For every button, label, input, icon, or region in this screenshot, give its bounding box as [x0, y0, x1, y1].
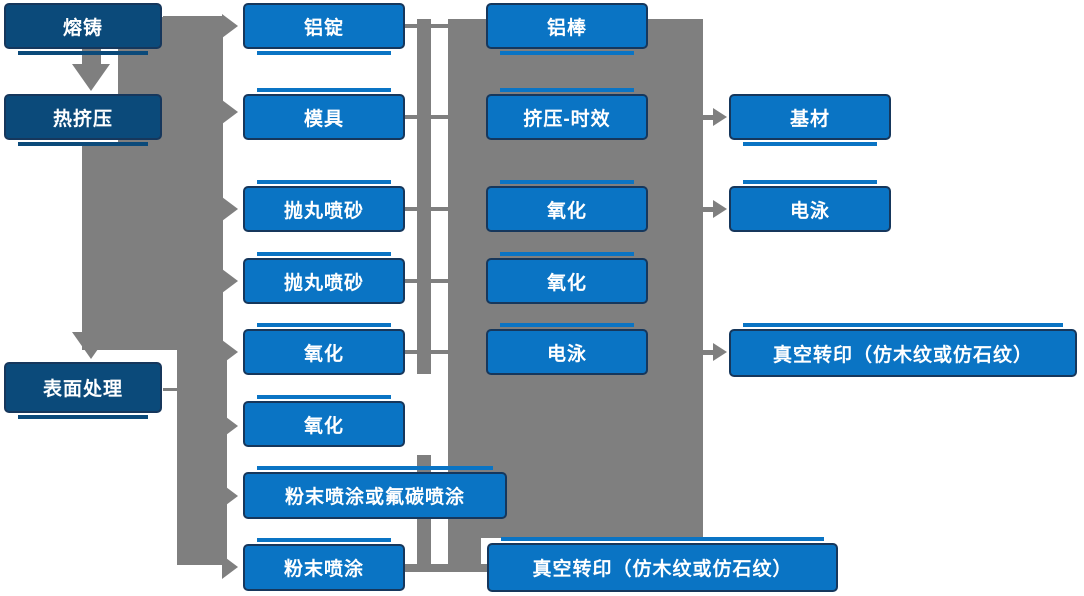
node-shot-blasting-2: 抛丸喷砂 — [243, 252, 405, 304]
connector-tick — [431, 24, 448, 28]
arrow-right-icon — [222, 100, 238, 124]
node-oxidation-1: 氧化 — [243, 323, 405, 375]
connector-tick — [431, 279, 448, 283]
connector-tick — [405, 350, 417, 354]
connector-tick — [431, 115, 448, 119]
connector-trunk-lower — [177, 345, 227, 565]
connector-tick — [405, 207, 417, 211]
node-vacuum-transfer-bottom: 真空转印（仿木纹或仿石纹） — [487, 537, 838, 592]
node-oxidation-4: 氧化 — [486, 252, 648, 304]
node-surface-treatment: 表面处理 — [4, 362, 162, 419]
node-aluminum-ingot: 铝锭 — [243, 3, 405, 55]
node-oxidation-3: 氧化 — [486, 180, 648, 232]
connector-tick — [405, 24, 417, 28]
node-extrusion-aging: 挤压-时效 — [486, 88, 648, 140]
node-powder-or-fluorocarbon-coating: 粉末喷涂或氟碳喷涂 — [243, 466, 507, 519]
node-base-material: 基材 — [729, 94, 891, 146]
node-electrophoresis-2: 电泳 — [729, 180, 891, 232]
arrow-extrusion-to-mold-shaft — [163, 102, 223, 122]
arrow-melt-to-ingot-shaft — [163, 16, 223, 36]
arrow-to-base-shaft — [703, 115, 714, 120]
connector-tick — [431, 350, 448, 354]
node-vacuum-transfer-right: 真空转印（仿木纹或仿石纹） — [729, 323, 1077, 377]
connector-tick — [405, 279, 417, 283]
connector-tick — [431, 207, 448, 211]
arrow-right-icon — [222, 340, 238, 364]
node-melt-casting: 熔铸 — [4, 3, 162, 55]
arrow-right-icon — [713, 200, 727, 218]
connector-powder-to-vacuum — [405, 564, 487, 572]
arrow-down-icon — [72, 332, 110, 359]
arrow-right-icon — [222, 269, 238, 293]
connector-tick — [405, 115, 417, 119]
arrow-right-icon — [222, 414, 238, 438]
node-shot-blasting-1: 抛丸喷砂 — [243, 180, 405, 232]
node-oxidation-2: 氧化 — [243, 395, 405, 447]
arrow-right-icon — [222, 197, 238, 221]
arrow-down-icon — [72, 64, 110, 91]
node-hot-extrusion: 热挤压 — [4, 94, 162, 146]
node-powder-coating: 粉末喷涂 — [243, 538, 405, 591]
node-mold: 模具 — [243, 88, 405, 140]
connector-rail-upper — [417, 19, 431, 374]
arrow-right-icon — [222, 555, 238, 579]
arrow-right-icon — [713, 343, 727, 361]
node-aluminum-rod: 铝棒 — [486, 3, 648, 55]
arrow-right-icon — [713, 108, 727, 126]
node-electrophoresis-1: 电泳 — [486, 323, 648, 375]
arrow-to-electrophoresis-shaft — [703, 207, 714, 212]
connector-trunk-main — [82, 143, 223, 350]
connector-surface-treatment-link — [163, 388, 179, 391]
arrow-right-icon — [222, 484, 238, 508]
arrow-to-vacuum-shaft — [703, 350, 714, 355]
arrow-right-icon — [222, 14, 238, 38]
